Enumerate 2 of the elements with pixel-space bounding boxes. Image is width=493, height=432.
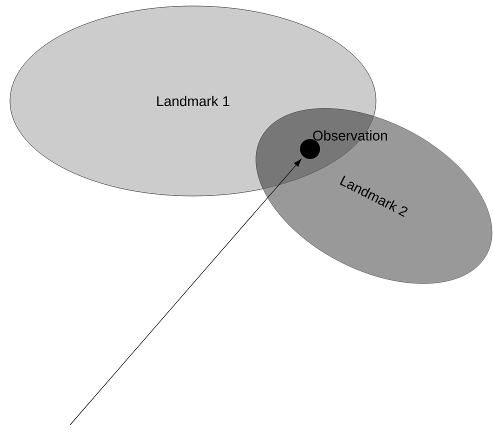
arrow: [70, 158, 302, 426]
observation-dot: [300, 139, 320, 159]
